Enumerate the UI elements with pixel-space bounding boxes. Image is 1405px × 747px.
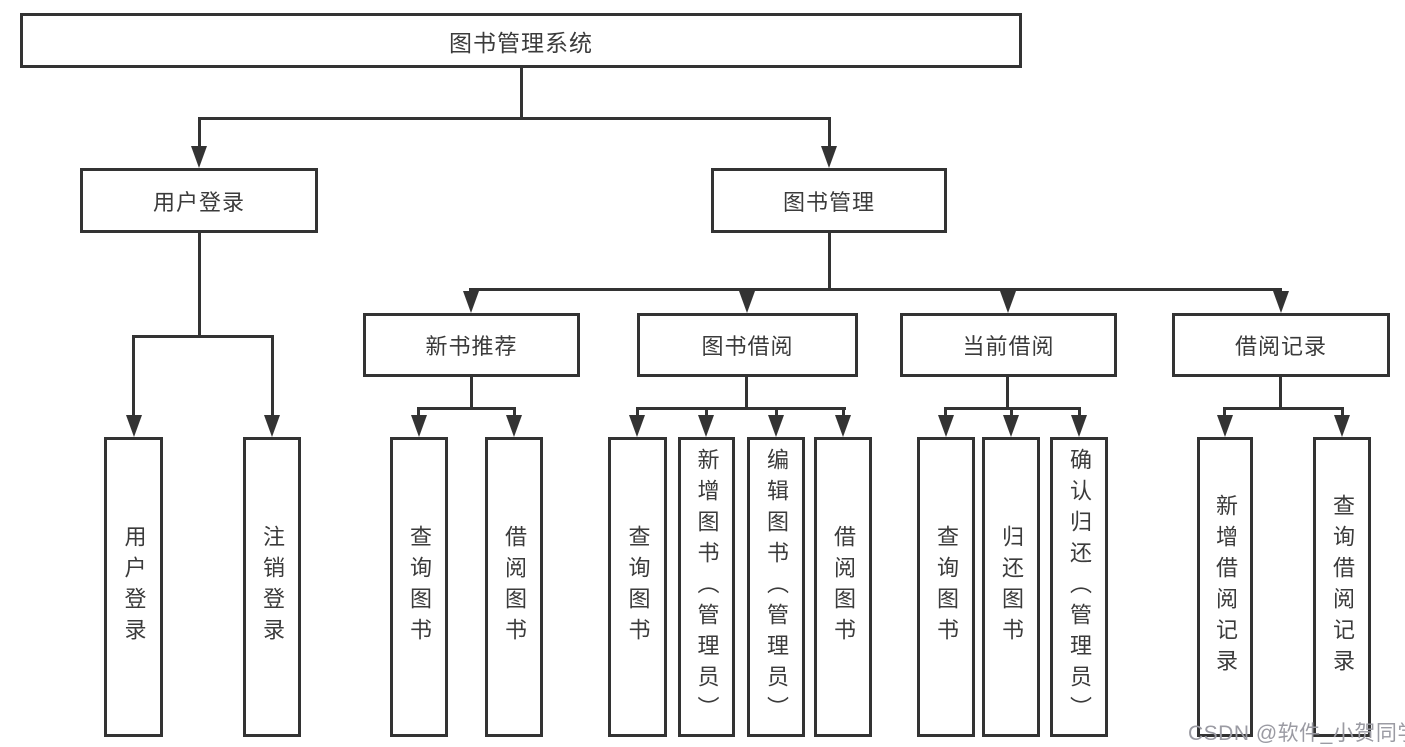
node-label: 用户登录 xyxy=(152,189,245,215)
node-current-borrowing: 当前借阅 xyxy=(900,313,1117,377)
node-label: 图书借阅 xyxy=(701,334,794,359)
arrow-down-icon xyxy=(821,146,837,168)
arrow-down-icon xyxy=(463,291,479,313)
leaf-logout: 注销登录 xyxy=(243,437,301,737)
node-label: 注销登录 xyxy=(260,525,285,649)
node-label: 编辑图书（管理员） xyxy=(764,447,789,727)
arrow-down-icon xyxy=(264,415,280,437)
connector-mgmt-bar xyxy=(469,288,1282,291)
node-library-management-system: 图书管理系统 xyxy=(20,13,1022,68)
connector-to-user-login xyxy=(198,117,201,148)
leaf-add-books-admin: 新增图书（管理员） xyxy=(678,437,735,737)
connector-records-leaf2 xyxy=(1341,407,1344,417)
leaf-edit-books-admin: 编辑图书（管理员） xyxy=(747,437,805,737)
node-borrowing-records: 借阅记录 xyxy=(1172,313,1390,377)
connector-current-leaf1 xyxy=(944,407,947,417)
connector-borrow-leaf4 xyxy=(842,407,845,417)
arrow-down-icon xyxy=(629,415,645,437)
arrow-down-icon xyxy=(1000,291,1016,313)
arrow-down-icon xyxy=(698,415,714,437)
node-label: 借阅图书 xyxy=(502,525,527,649)
node-label: 确认归还（管理员） xyxy=(1067,447,1092,727)
arrow-down-icon xyxy=(1217,415,1233,437)
node-label: 新增图书（管理员） xyxy=(694,447,720,727)
arrow-down-icon xyxy=(1003,415,1019,437)
node-book-borrowing: 图书借阅 xyxy=(637,313,858,377)
leaf-confirm-return-admin: 确认归还（管理员） xyxy=(1050,437,1108,737)
leaf-borrow-books-newbook: 借阅图书 xyxy=(485,437,543,737)
node-user-login: 用户登录 xyxy=(80,168,318,233)
arrow-down-icon xyxy=(835,415,851,437)
connector-borrow-leaf3 xyxy=(775,407,778,417)
connector-records-stem xyxy=(1279,377,1282,410)
arrow-down-icon xyxy=(1273,291,1289,313)
arrow-down-icon xyxy=(938,415,954,437)
connector-borrow-leaf2 xyxy=(705,407,708,417)
leaf-add-borrow-record: 新增借阅记录 xyxy=(1197,437,1253,737)
connector-mgmt-stem xyxy=(828,233,831,290)
connector-borrow-bar xyxy=(636,407,846,410)
leaf-return-books: 归还图书 xyxy=(982,437,1040,737)
connector-login-stem xyxy=(198,233,201,337)
arrow-down-icon xyxy=(506,415,522,437)
node-label: 查询图书 xyxy=(934,525,959,649)
node-label: 借阅图书 xyxy=(831,525,856,649)
node-label: 查询借阅记录 xyxy=(1330,494,1355,680)
connector-newbook-stem xyxy=(470,377,473,410)
node-new-book-recommend: 新书推荐 xyxy=(363,313,580,377)
node-label: 图书管理系统 xyxy=(449,29,593,56)
leaf-query-borrow-record: 查询借阅记录 xyxy=(1313,437,1371,737)
connector-records-bar xyxy=(1223,407,1344,410)
csdn-watermark: CSDN @软件_小贺同学 xyxy=(1188,722,1405,745)
leaf-query-books-borrow: 查询图书 xyxy=(608,437,667,737)
connector-borrow-leaf1 xyxy=(636,407,639,417)
leaf-query-books-current: 查询图书 xyxy=(917,437,975,737)
arrow-down-icon xyxy=(1071,415,1087,437)
connector-login-bar xyxy=(132,335,274,338)
connector-borrow-stem xyxy=(745,377,748,410)
arrow-down-icon xyxy=(768,415,784,437)
connector-current-stem xyxy=(1006,377,1009,410)
node-label: 查询图书 xyxy=(407,525,432,649)
connector-current-leaf3 xyxy=(1078,407,1081,417)
node-book-management: 图书管理 xyxy=(711,168,947,233)
arrow-down-icon xyxy=(739,291,755,313)
arrow-down-icon xyxy=(411,415,427,437)
node-label: 用户登录 xyxy=(121,525,147,649)
connector-to-book-management xyxy=(828,117,831,148)
node-label: 当前借阅 xyxy=(962,334,1055,359)
connector-root-bar xyxy=(198,117,831,120)
node-label: 查询图书 xyxy=(625,525,651,649)
connector-records-leaf1 xyxy=(1223,407,1226,417)
connector-newbook-leaf2 xyxy=(513,407,516,417)
connector-login-leaf1 xyxy=(132,335,135,417)
leaf-query-books-newbook: 查询图书 xyxy=(390,437,448,737)
connector-root-stem xyxy=(520,68,523,119)
connector-newbook-bar xyxy=(417,407,516,410)
arrow-down-icon xyxy=(126,415,142,437)
leaf-user-login: 用户登录 xyxy=(104,437,163,737)
node-label: 图书管理 xyxy=(782,189,875,215)
node-label: 借阅记录 xyxy=(1234,334,1327,359)
arrow-down-icon xyxy=(191,146,207,168)
connector-newbook-leaf1 xyxy=(417,407,420,417)
node-label: 新书推荐 xyxy=(425,334,518,359)
connector-login-leaf2 xyxy=(271,335,274,417)
leaf-borrow-books: 借阅图书 xyxy=(814,437,872,737)
arrow-down-icon xyxy=(1334,415,1350,437)
node-label: 新增借阅记录 xyxy=(1213,494,1238,680)
node-label: 归还图书 xyxy=(999,525,1024,649)
connector-current-leaf2 xyxy=(1010,407,1013,417)
